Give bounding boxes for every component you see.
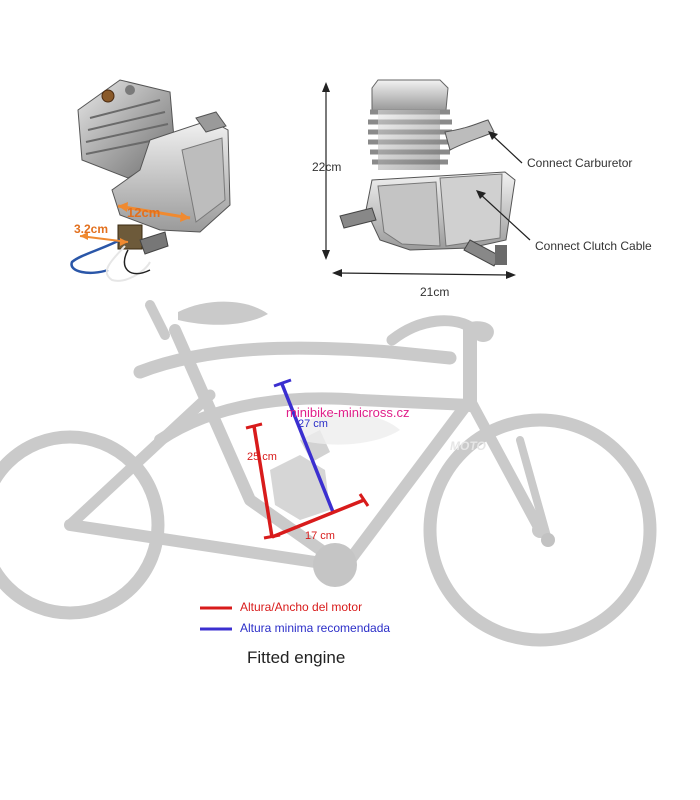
frame-down-tube [344, 394, 476, 566]
frame-mid-tube [154, 392, 476, 446]
callout-clutch-label: Connect Clutch Cable [535, 239, 652, 253]
left-carburetor [117, 224, 143, 250]
left-width-label: 12cm [127, 205, 161, 220]
rear-wheel [0, 430, 165, 620]
left-small-dimension [79, 232, 129, 246]
right-intake [444, 119, 495, 151]
handlebar [386, 315, 481, 346]
left-small-label: 3.2cm [74, 222, 109, 236]
right-cylinder [368, 79, 452, 170]
legend-red-label: Altura/Ancho del motor [240, 600, 363, 614]
front-wheel [423, 413, 657, 647]
seat [178, 301, 268, 325]
right-width-label: 21cm [420, 285, 450, 299]
left-width-dimension [117, 202, 191, 222]
frame-fork [464, 394, 546, 536]
red-vertical-label: 25 cm [247, 451, 277, 463]
frame-chain-stay [64, 519, 341, 571]
watermark-text: minibike-minicross.cz [286, 405, 410, 420]
bottom-bracket [313, 543, 357, 587]
frame-seat-tube [169, 324, 341, 566]
engine-silhouette [270, 455, 330, 520]
legend-blue-label: Altura minima recomendada [240, 621, 391, 635]
blue-dimension-label: 27 cm [298, 418, 328, 430]
caption-fitted-engine: Fitted engine [247, 648, 346, 667]
right-height-label: 22cm [312, 160, 342, 174]
callout-clutch-arrow [476, 190, 531, 241]
blue-dimension-line [273, 378, 335, 513]
svg-text:MOTO: MOTO [450, 439, 486, 453]
right-height-dimension [322, 82, 330, 260]
red-horizontal-label: 17 cm [305, 530, 335, 542]
left-wires [70, 238, 121, 274]
callout-carburetor-arrow [488, 131, 523, 164]
callout-carburetor-label: Connect Carburetor [527, 156, 633, 170]
watermark-logo-text: MOTO [450, 439, 486, 453]
right-width-dimension [332, 269, 516, 279]
red-horizontal-dimension [271, 493, 370, 539]
frame-top-tube [133, 341, 457, 379]
left-crankcase [111, 111, 231, 233]
